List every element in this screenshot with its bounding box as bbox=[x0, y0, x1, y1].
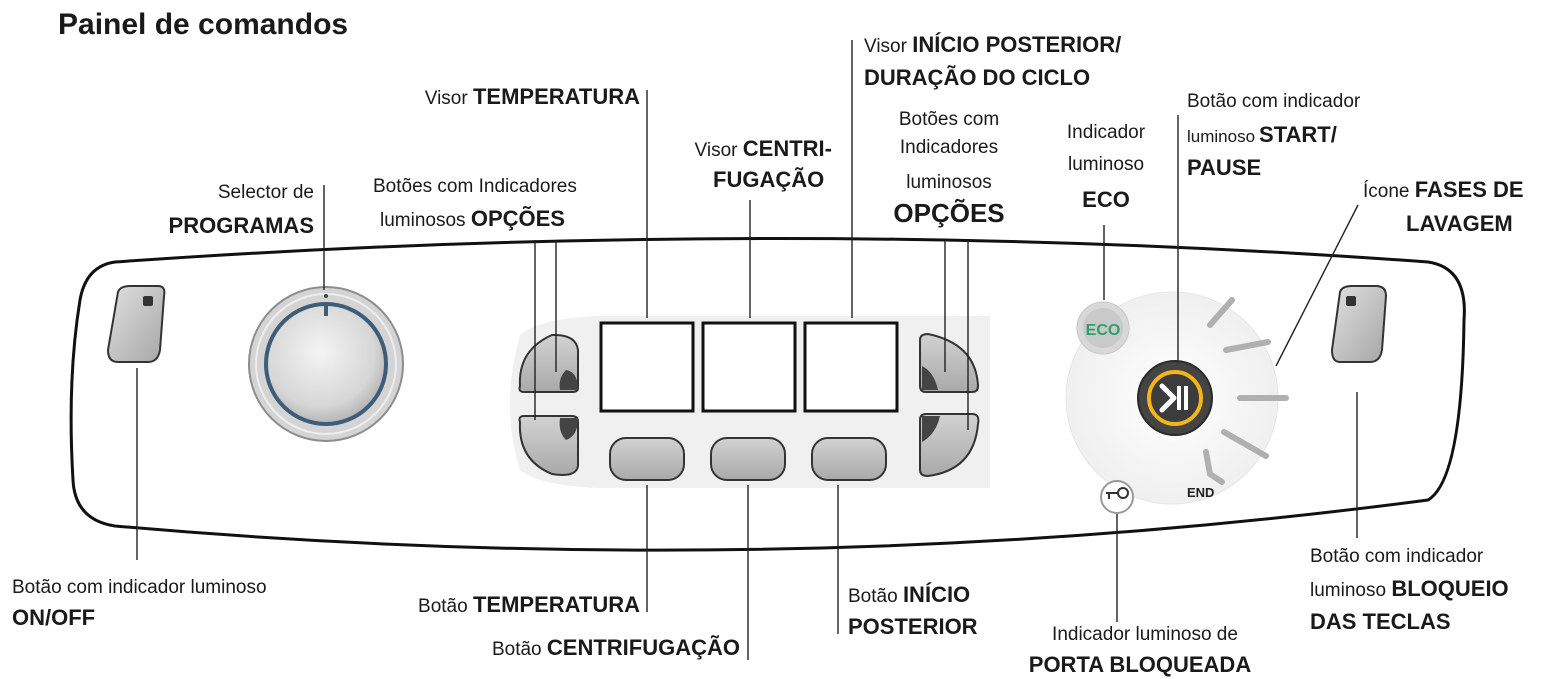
delay-duration-display bbox=[803, 321, 899, 413]
label-visor-centrifugacao: Visor CENTRI- bbox=[695, 136, 832, 161]
label-visor-centrifugacao-line2: FUGAÇÃO bbox=[713, 167, 824, 192]
key-icon bbox=[1106, 492, 1118, 499]
leader-fases bbox=[1275, 204, 1359, 367]
label-bloqueio-line1: Botão com indicador bbox=[1310, 546, 1484, 567]
spin-display bbox=[701, 321, 797, 413]
label-opcoes-right-line2: Indicadores bbox=[900, 137, 998, 158]
label-porta-line2: PORTA BLOQUEADA bbox=[1029, 652, 1252, 677]
key-lock-indicator-light bbox=[1346, 296, 1356, 306]
label-fases-line2: LAVAGEM bbox=[1406, 211, 1513, 236]
label-opcoes-left-line2: luminosos OPÇÕES bbox=[380, 206, 565, 231]
option-button-right-top[interactable] bbox=[919, 332, 980, 393]
label-opcoes-right-line1: Botões com bbox=[899, 109, 999, 130]
temperature-display bbox=[599, 321, 695, 413]
knob-pointer-mark bbox=[324, 304, 328, 316]
delay-start-button[interactable] bbox=[811, 437, 887, 481]
options-buttons-left bbox=[518, 333, 579, 476]
door-lock-indicator bbox=[1100, 480, 1134, 514]
play-pause-icon bbox=[1159, 383, 1177, 413]
eco-indicator-label: ECO bbox=[1086, 322, 1121, 339]
temperature-button[interactable] bbox=[609, 437, 685, 481]
label-onoff-line1: Botão com indicador luminoso bbox=[12, 577, 267, 598]
spin-button[interactable] bbox=[710, 437, 786, 481]
label-visor-temperatura: Visor TEMPERATURA bbox=[425, 84, 640, 109]
label-start-line3: PAUSE bbox=[1187, 155, 1261, 180]
label-botao-temperatura: Botão TEMPERATURA bbox=[418, 592, 640, 617]
label-start-line1: Botão com indicador bbox=[1187, 91, 1361, 112]
page-title: Painel de comandos bbox=[58, 8, 348, 41]
option-light-right-top bbox=[922, 366, 938, 390]
options-buttons-right bbox=[919, 332, 980, 478]
label-botao-centrifugacao: Botão CENTRIFUGAÇÃO bbox=[492, 635, 740, 660]
label-porta-line1: Indicador luminoso de bbox=[1052, 624, 1238, 645]
wash-phase-icon bbox=[1203, 297, 1289, 485]
eco-indicator: ECO bbox=[1076, 301, 1130, 355]
label-opcoes-right-line3: luminosos bbox=[906, 172, 992, 193]
end-label: END bbox=[1187, 485, 1214, 500]
label-opcoes-left-line1: Botões com Indicadores bbox=[373, 176, 577, 197]
label-eco-line3: ECO bbox=[1082, 187, 1130, 212]
label-selector-line1: Selector de bbox=[218, 182, 314, 203]
label-bloqueio-line2: luminoso BLOQUEIO bbox=[1310, 576, 1509, 601]
start-pause-button[interactable] bbox=[1137, 360, 1213, 436]
option-light-left-bottom bbox=[559, 418, 578, 440]
label-eco-line2: luminoso bbox=[1068, 154, 1144, 175]
label-botao-inicio-line2: POSTERIOR bbox=[848, 614, 978, 639]
option-light-right-bottom bbox=[922, 416, 940, 442]
onoff-button[interactable] bbox=[106, 285, 166, 363]
program-selector-knob[interactable] bbox=[248, 286, 404, 442]
label-eco-line1: Indicador bbox=[1067, 122, 1146, 143]
label-botao-inicio-line1: Botão INÍCIO bbox=[848, 582, 970, 607]
option-light-left-top bbox=[559, 370, 578, 390]
label-onoff-line2: ON/OFF bbox=[12, 605, 95, 630]
label-bloqueio-line3: DAS TECLAS bbox=[1310, 609, 1451, 634]
label-visor-inicio: Visor INÍCIO POSTERIOR/ bbox=[864, 32, 1121, 57]
key-lock-button[interactable] bbox=[1330, 285, 1388, 363]
label-visor-inicio-line2: DURAÇÃO DO CICLO bbox=[864, 65, 1090, 90]
label-fases-line1: Ícone FASES DE bbox=[1363, 177, 1524, 202]
label-selector-line2: PROGRAMAS bbox=[169, 213, 314, 238]
onoff-indicator-light bbox=[143, 296, 153, 306]
label-opcoes-right-line4: OPÇÕES bbox=[893, 198, 1004, 228]
